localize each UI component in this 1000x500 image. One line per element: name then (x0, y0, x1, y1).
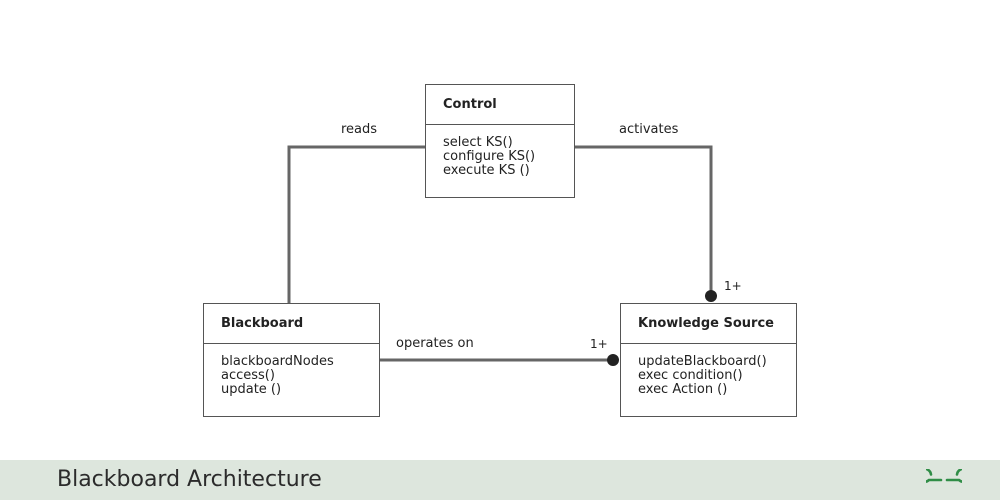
blackboard-class-name: Blackboard (204, 304, 379, 344)
reads-connector (287, 145, 425, 303)
activates-label: activates (619, 122, 679, 137)
control-class-box: Control select KS() configure KS() execu… (425, 84, 575, 198)
connector-layer (287, 145, 717, 366)
operates-on-label: operates on (396, 336, 474, 351)
control-methods: select KS() configure KS() execute KS () (426, 125, 574, 178)
operates-on-multiplicity: 1+ (590, 337, 608, 351)
control-method: execute KS () (443, 163, 530, 178)
activates-multiplicity: 1+ (724, 279, 742, 293)
blackboard-class-box: Blackboard blackboardNodes access() upda… (203, 303, 380, 417)
reads-label: reads (341, 122, 378, 137)
operates-on-end-dot (607, 354, 619, 366)
blackboard-member: blackboardNodes (221, 354, 334, 369)
knowledge-source-method: exec condition() (638, 368, 743, 383)
control-method: select KS() (443, 135, 513, 150)
knowledge-source-class-name: Knowledge Source (621, 304, 796, 344)
blackboard-member: update () (221, 382, 282, 397)
geeksforgeeks-logo-icon (926, 469, 962, 483)
footer-title: Blackboard Architecture (57, 467, 322, 492)
activates-end-dot (705, 290, 717, 302)
knowledge-source-method: updateBlackboard() (638, 354, 767, 369)
control-method: configure KS() (443, 149, 536, 164)
knowledge-source-class-box: Knowledge Source updateBlackboard() exec… (620, 303, 797, 417)
footer-bar: Blackboard Architecture (0, 460, 1000, 500)
control-class-name: Control (426, 85, 574, 125)
blackboard-member: access() (221, 368, 275, 383)
blackboard-architecture-diagram: Control select KS() configure KS() execu… (203, 84, 797, 417)
blackboard-members: blackboardNodes access() update () (204, 344, 379, 397)
knowledge-source-method: exec Action () (638, 382, 728, 397)
knowledge-source-methods: updateBlackboard() exec condition() exec… (621, 344, 796, 397)
activates-connector (575, 145, 713, 296)
